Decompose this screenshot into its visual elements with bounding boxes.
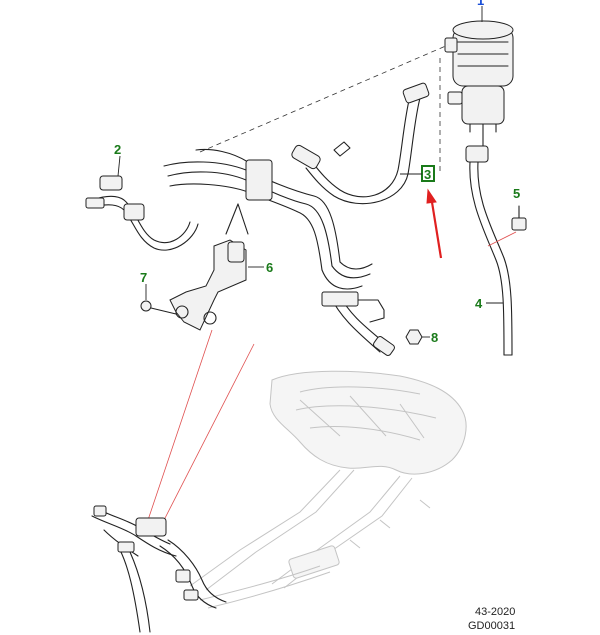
- fuel-filter-assembly: [444, 20, 514, 147]
- callout-3: 3: [424, 167, 431, 182]
- nut-part-8: [405, 329, 423, 345]
- callout-4: 4: [475, 296, 483, 311]
- fuel-tank-underbody-context: [189, 370, 467, 609]
- callout-6: 6: [266, 260, 273, 275]
- bolt-part-7: [140, 300, 177, 315]
- callout-3-highlight-box: [421, 165, 435, 182]
- locator-line-left: [147, 329, 213, 521]
- fuel-pipe-harness: [85, 148, 395, 356]
- fuel-tube-part-4: [465, 145, 513, 356]
- mounting-bracket-part-6: [169, 239, 247, 331]
- callout-8: 8: [431, 330, 438, 345]
- fuel-hose-part-3: [291, 82, 430, 205]
- leader-line-2: [117, 155, 121, 177]
- callout-2: 2: [114, 142, 121, 157]
- callout-1: 1: [477, 0, 484, 8]
- sensor-part-5: [511, 205, 527, 231]
- callout-5: 5: [513, 186, 520, 201]
- alignment-line-upper: [199, 44, 449, 153]
- callout-7: 7: [140, 270, 147, 285]
- locator-line-right: [161, 343, 255, 525]
- lower-pipe-cluster: [91, 505, 227, 633]
- bracket-pointer-lines: [225, 203, 249, 235]
- reference-code: 43-2020: [475, 606, 515, 618]
- drawing-number: GD00031: [468, 620, 515, 632]
- red-indicator-arrow: [426, 188, 443, 259]
- part-5-link-line: [487, 231, 517, 247]
